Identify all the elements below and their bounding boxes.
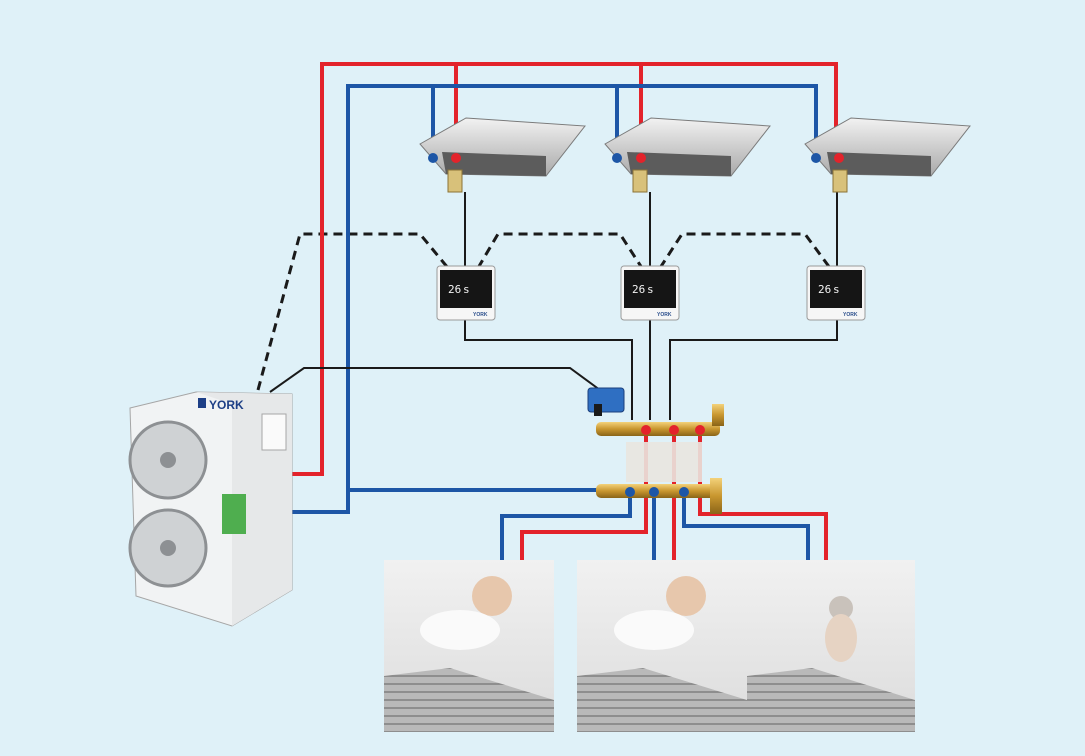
return-port-icon <box>679 487 689 497</box>
thermostat-temperature: 26 <box>448 283 461 296</box>
outdoor-unit-brand: YORK <box>209 398 244 412</box>
loop-1-return <box>500 492 632 562</box>
loop-3-return <box>682 492 810 562</box>
wireless-link-2 <box>476 232 644 269</box>
brass-manifold-icon <box>596 422 720 436</box>
thermostat-1: 26 s YORK <box>436 265 496 321</box>
thermostat-brand: YORK <box>473 312 488 318</box>
thermostat-brand: YORK <box>657 312 672 318</box>
thermostat-3: 26 s YORK <box>806 265 866 321</box>
return-connector-icon <box>811 153 821 163</box>
return-pipes <box>292 84 818 514</box>
supply-connector-icon <box>636 153 646 163</box>
thermostat-unit: s <box>463 283 470 296</box>
floor-zone-2 <box>577 560 747 732</box>
supply-connector-icon <box>834 153 844 163</box>
ducted-unit-1 <box>419 117 586 193</box>
wireless-links <box>256 232 832 391</box>
supply-port-icon <box>695 425 705 435</box>
seated-woman-icon <box>829 596 853 620</box>
thermostat-unit: s <box>833 283 840 296</box>
manifold <box>587 387 724 514</box>
supply-port-icon <box>669 425 679 435</box>
thermostat-unit: s <box>647 283 654 296</box>
thermostat-temperature: 26 <box>818 283 831 296</box>
supply-port-icon <box>641 425 651 435</box>
label-sticker <box>222 494 246 534</box>
return-main <box>292 84 818 514</box>
thermostat-brand: YORK <box>843 312 858 318</box>
baby-figure-icon <box>472 576 512 616</box>
ducted-unit-3 <box>804 117 971 193</box>
thermostat-temperature: 26 <box>632 283 645 296</box>
return-connector-icon <box>612 153 622 163</box>
return-port-icon <box>625 487 635 497</box>
ducted-unit-2 <box>604 117 771 193</box>
motorized-valve-icon <box>587 387 625 413</box>
supply-connector-icon <box>451 153 461 163</box>
floor-zone-3 <box>747 560 915 732</box>
wire-outdoor-valve <box>269 367 601 393</box>
wire-tstat-1 <box>464 320 633 420</box>
wire-tstat-3 <box>669 320 838 420</box>
return-connector-icon <box>428 153 438 163</box>
wireless-link-3 <box>658 232 832 269</box>
thermostat-2: 26 s YORK <box>620 265 680 321</box>
service-cover <box>261 413 287 451</box>
control-wires <box>269 192 838 420</box>
wireless-link-1 <box>256 232 450 391</box>
floor-zone-1 <box>384 560 554 732</box>
outdoor-unit: YORK <box>128 391 293 627</box>
supply-main <box>292 62 838 476</box>
return-port-icon <box>649 487 659 497</box>
baby-figure-icon <box>666 576 706 616</box>
